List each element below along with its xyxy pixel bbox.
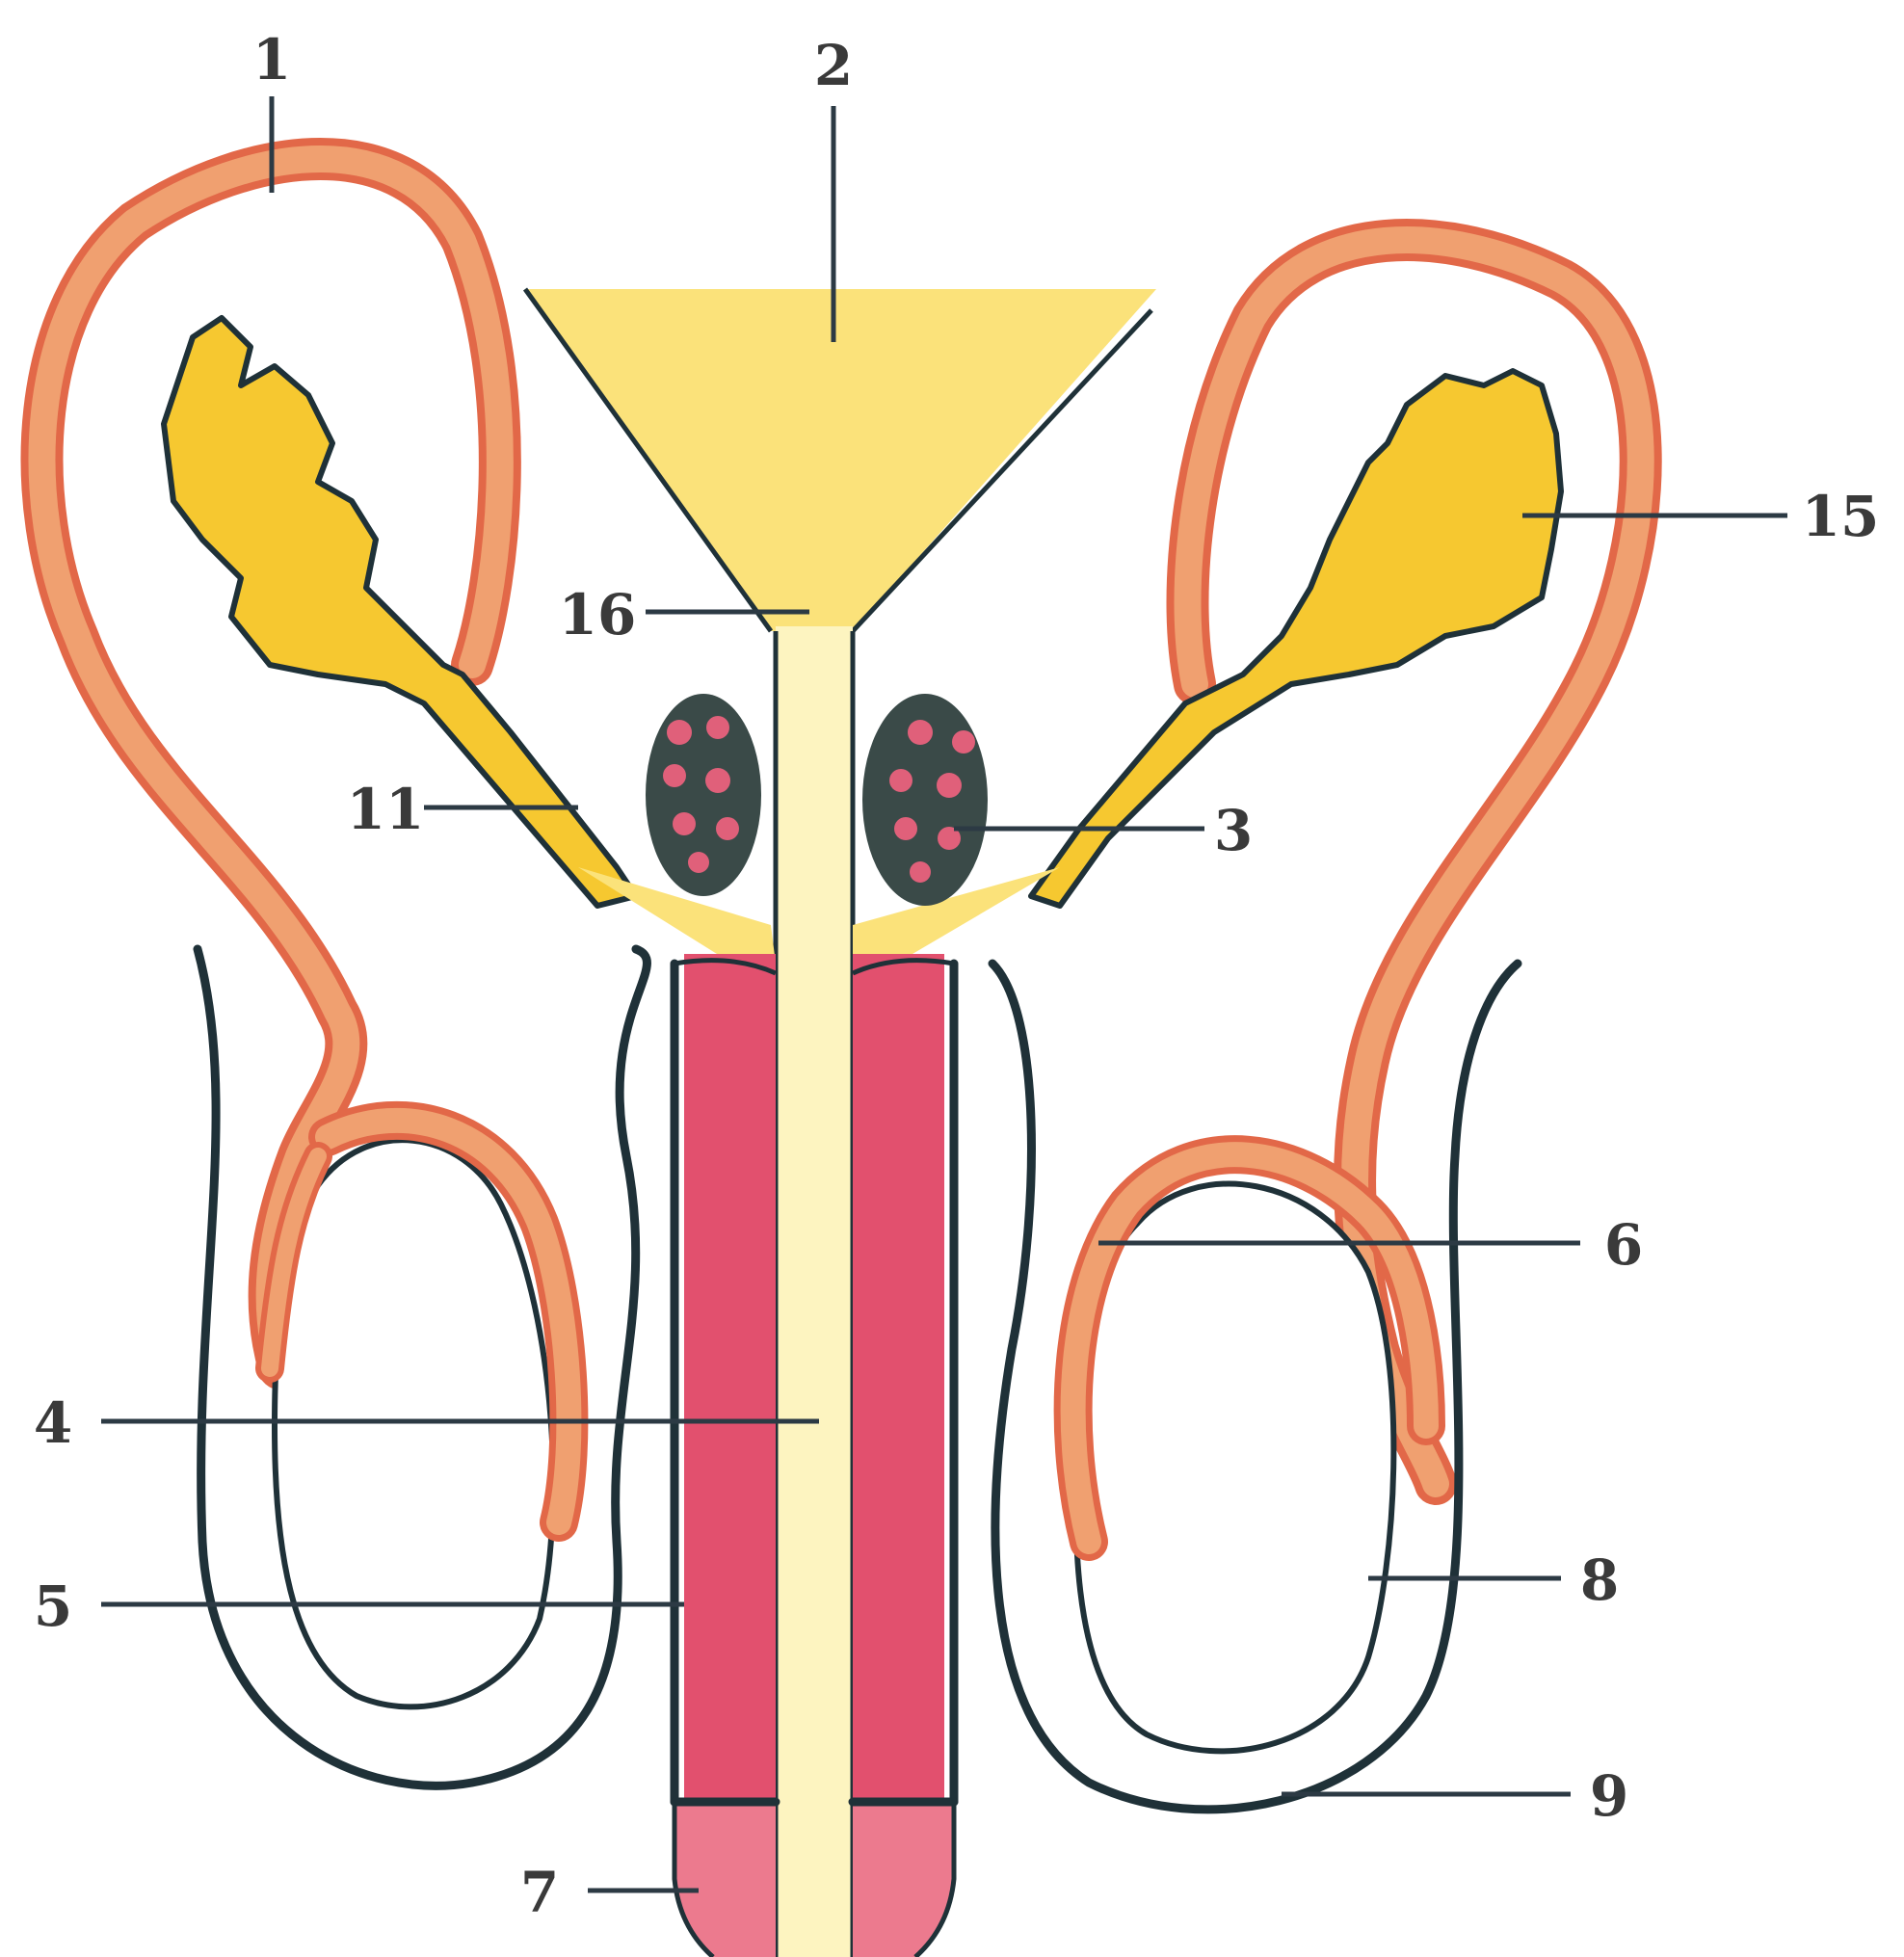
label-16: 16 [559, 582, 637, 648]
label-9: 9 [1590, 1763, 1628, 1829]
urethra [776, 626, 853, 1957]
label-2: 2 [814, 33, 853, 98]
testis-left [270, 1121, 569, 1707]
label-6: 6 [1604, 1212, 1643, 1278]
bladder [525, 289, 1156, 631]
label-1: 1 [252, 27, 291, 93]
label-5: 5 [34, 1574, 72, 1639]
label-8: 8 [1580, 1547, 1619, 1613]
label-7: 7 [520, 1860, 559, 1925]
label-15: 15 [1802, 484, 1880, 549]
prostate-gland-right [862, 694, 988, 906]
label-11: 11 [347, 777, 425, 842]
label-3: 3 [1214, 798, 1253, 863]
label-4: 4 [34, 1390, 72, 1456]
prostate-gland-left [646, 694, 761, 896]
